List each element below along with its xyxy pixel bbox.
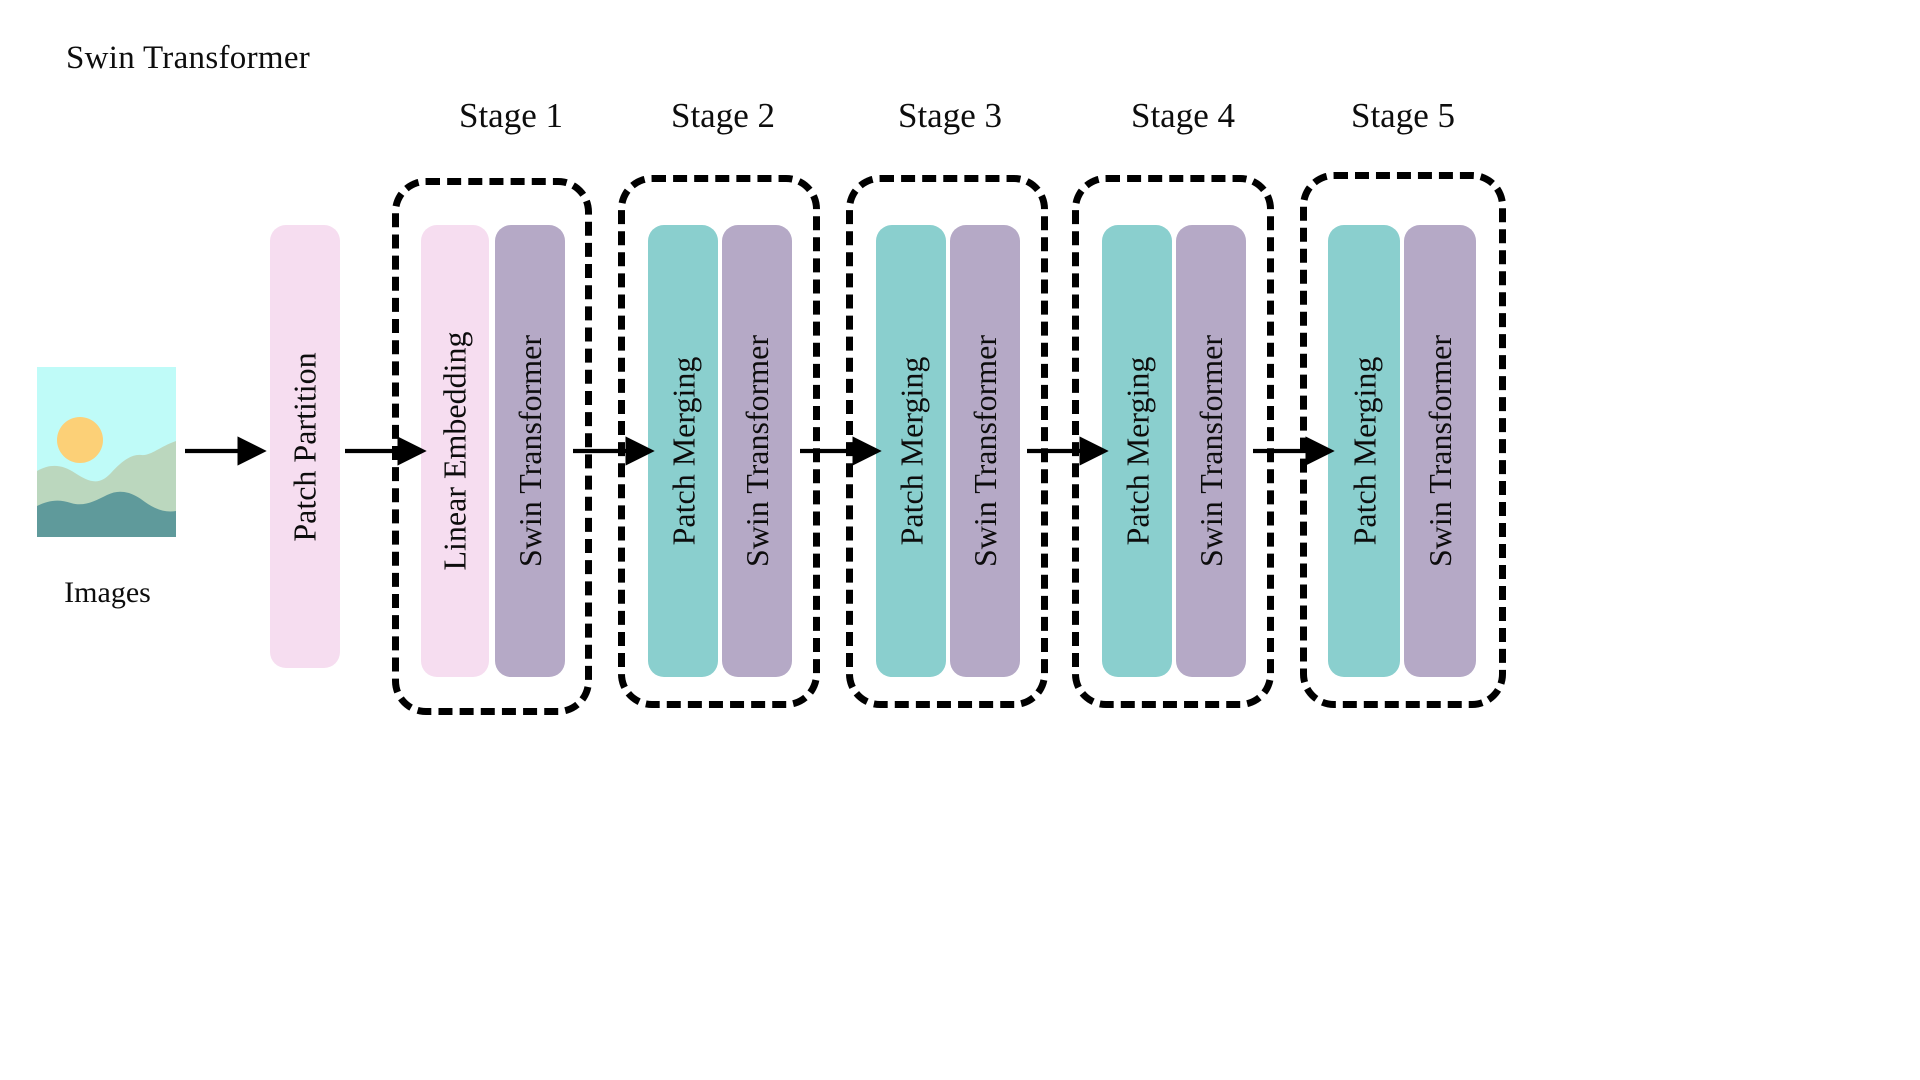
stage-label-1: Stage 1 [458,96,563,135]
block-linear-embedding-1[interactable]: Linear Embedding [421,225,489,677]
thumbnail-water-front [37,491,176,537]
block-swin-transformer-2[interactable]: Swin Transformer [722,225,792,677]
stage-container-1 [392,178,592,715]
block-swin-transformer-4-label: Swin Transformer [1193,334,1230,568]
stage-label-5: Stage 5 [1350,96,1455,135]
block-patch-merging-4-label: Patch Merging [1119,356,1155,546]
input-image-caption: Images [64,576,151,609]
block-swin-transformer-2-label: Swin Transformer [739,334,776,568]
block-patch-merging-3[interactable]: Patch Merging [876,225,946,677]
block-swin-transformer-3[interactable]: Swin Transformer [950,225,1020,677]
stage-container-5 [1300,172,1506,708]
block-linear-embedding-1-label: Linear Embedding [437,331,473,571]
stage-container-3 [846,175,1048,708]
block-swin-transformer-4[interactable]: Swin Transformer [1176,225,1246,677]
block-swin-transformer-5-label: Swin Transformer [1422,334,1459,568]
page-title: Swin Transformer [66,40,311,76]
block-patch-partition[interactable]: Patch Partition [270,225,340,668]
block-patch-merging-3-label: Patch Merging [893,356,929,546]
stage-label-3: Stage 3 [897,96,1002,135]
block-patch-merging-2-label: Patch Merging [665,356,701,546]
thumbnail-sun-icon [57,417,103,463]
block-swin-transformer-3-label: Swin Transformer [967,334,1004,568]
block-patch-merging-5-label: Patch Merging [1346,356,1382,546]
block-patch-merging-4[interactable]: Patch Merging [1102,225,1172,677]
thumbnail-artwork [37,367,176,537]
block-swin-transformer-1[interactable]: Swin Transformer [495,225,565,677]
stage-container-4 [1072,175,1274,708]
stage-label-2: Stage 2 [670,96,775,135]
block-patch-partition-label: Patch Partition [287,351,323,542]
stage-container-2 [618,175,820,708]
block-swin-transformer-5[interactable]: Swin Transformer [1404,225,1476,677]
block-patch-merging-5[interactable]: Patch Merging [1328,225,1400,677]
block-patch-merging-2[interactable]: Patch Merging [648,225,718,677]
input-image-thumbnail [37,367,176,537]
stage-label-4: Stage 4 [1130,96,1235,135]
block-swin-transformer-1-label: Swin Transformer [512,334,549,568]
